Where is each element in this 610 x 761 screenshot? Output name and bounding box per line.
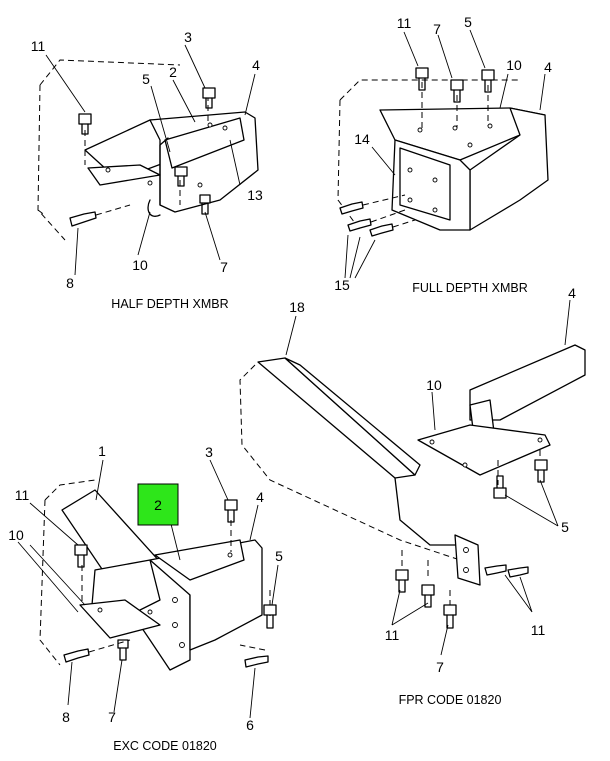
callout-4: 4 xyxy=(256,489,264,505)
callout-11: 11 xyxy=(531,622,546,638)
callout-4: 4 xyxy=(252,57,260,73)
callout-3: 3 xyxy=(184,29,192,45)
caption-exc-code: EXC CODE 01820 xyxy=(113,739,217,753)
callout-4: 4 xyxy=(568,285,576,301)
callout-2: 2 xyxy=(169,64,177,80)
callout-7: 7 xyxy=(220,259,228,275)
callout-7: 7 xyxy=(436,659,444,675)
callout-15: 15 xyxy=(334,277,350,293)
half-depth-xmbr-assembly xyxy=(37,59,259,241)
callout-10: 10 xyxy=(506,57,522,73)
callout-10: 10 xyxy=(426,377,442,393)
caption-half-depth-xmbr: HALF DEPTH XMBR xyxy=(111,297,228,311)
callout-8: 8 xyxy=(66,275,74,291)
callout-6: 6 xyxy=(246,717,254,733)
callout-5: 5 xyxy=(561,519,569,535)
callout-8: 8 xyxy=(62,709,70,725)
callout-2-highlight: 2 xyxy=(154,497,162,513)
callout-11: 11 xyxy=(385,627,400,643)
callout-11: 11 xyxy=(397,15,412,31)
caption-full-depth-xmbr: FULL DEPTH XMBR xyxy=(412,281,528,295)
fpr-code-assembly xyxy=(239,344,586,629)
full-depth-xmbr-assembly xyxy=(337,67,549,237)
callout-10: 10 xyxy=(132,257,148,273)
callout-18: 18 xyxy=(289,299,305,315)
callout-5: 5 xyxy=(275,548,283,564)
callout-13: 13 xyxy=(247,187,263,203)
callout-5: 5 xyxy=(464,14,472,30)
callout-5: 5 xyxy=(142,71,150,87)
callout-3: 3 xyxy=(205,444,213,460)
callout-4: 4 xyxy=(544,59,552,75)
caption-fpr-code: FPR CODE 01820 xyxy=(399,693,502,707)
callout-10: 10 xyxy=(8,527,24,543)
callout-11: 11 xyxy=(15,487,30,503)
callout-11: 11 xyxy=(31,38,46,54)
callout-14: 14 xyxy=(354,131,370,147)
exc-code-assembly xyxy=(39,479,277,671)
highlighted-callout-2[interactable]: 2 xyxy=(137,483,179,526)
callout-1: 1 xyxy=(98,443,106,459)
callout-7: 7 xyxy=(433,21,441,37)
callout-7: 7 xyxy=(108,709,116,725)
